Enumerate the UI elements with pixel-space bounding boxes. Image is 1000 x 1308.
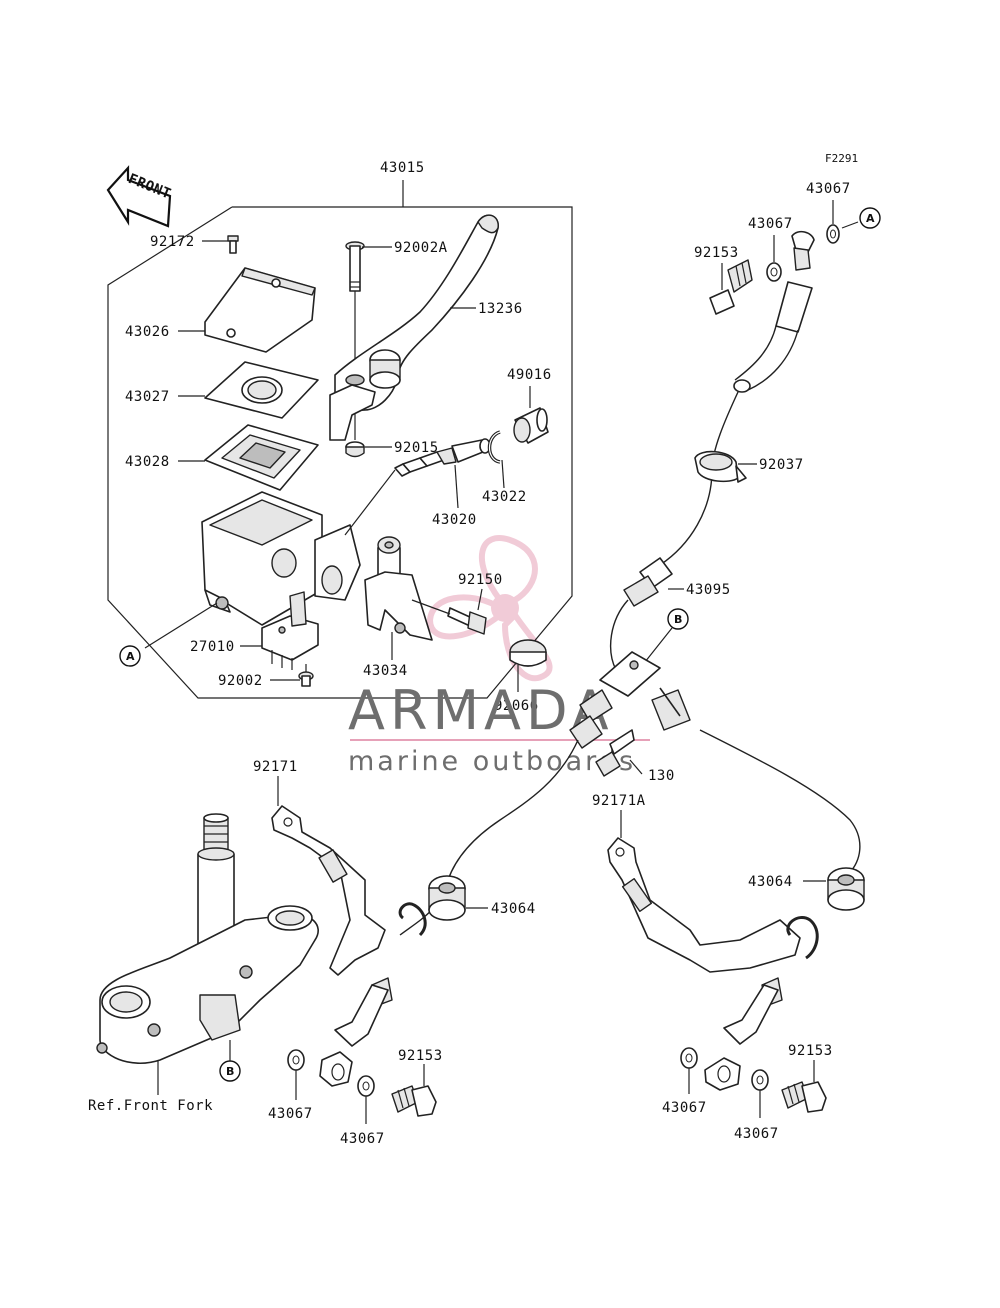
bolt-92150-part xyxy=(447,607,487,635)
callout-plate: 43027 xyxy=(125,389,170,405)
callout-clamp: 92037 xyxy=(759,457,804,473)
washer-right-b-part xyxy=(751,1069,769,1091)
washer-left-a-part xyxy=(287,1049,305,1071)
callout-banjo-bolt-left: 92153 xyxy=(398,1048,443,1064)
screw-92172-part xyxy=(227,235,239,254)
hose-joint-43095-part xyxy=(609,557,673,671)
master-cylinder-body-part xyxy=(201,491,361,626)
screw-92002-part xyxy=(298,671,314,687)
ref-marker-a-left: A xyxy=(119,645,141,667)
washer-left-b-part xyxy=(357,1075,375,1097)
bracket-right-part xyxy=(607,837,801,973)
reference-note: Ref.Front Fork xyxy=(88,1098,213,1114)
callout-bracket-right: 92171A xyxy=(592,793,646,809)
callout-washer-top-inner: 43067 xyxy=(748,216,793,232)
callout-washer-right-b: 43067 xyxy=(734,1126,779,1142)
watermark-brand: ARMADA xyxy=(348,679,614,742)
callout-washer-left-b: 43067 xyxy=(340,1131,385,1147)
front-arrow-icon: FRONT xyxy=(106,165,173,228)
pivot-bolt-part xyxy=(345,241,365,292)
holder-part xyxy=(364,536,433,641)
diaphragm-part xyxy=(204,424,319,491)
callout-banjo-bolt-right: 92153 xyxy=(788,1043,833,1059)
washer-top-inner-part xyxy=(766,262,782,282)
callout-bolt-92150: 92150 xyxy=(458,572,503,588)
callout-pivot-bolt: 92002A xyxy=(394,240,448,256)
callout-cap: 43026 xyxy=(125,324,170,340)
hose-upper-part xyxy=(659,230,815,566)
callout-grommet-left: 43064 xyxy=(491,901,536,917)
grommet-left-part xyxy=(428,875,466,921)
callout-screw-92002: 92002 xyxy=(218,673,263,689)
plate-part xyxy=(204,361,319,419)
ref-a-right-label: A xyxy=(866,212,875,225)
callout-piston-kit: 43020 xyxy=(432,512,477,528)
hose-3way-joint-part xyxy=(579,651,691,731)
ref-marker-a-right: A xyxy=(859,207,881,229)
washer-right-a-part xyxy=(680,1047,698,1069)
callout-grommet-right: 43064 xyxy=(748,874,793,890)
callout-washer-right-a: 43067 xyxy=(662,1100,707,1116)
bracket-left-part xyxy=(271,805,386,976)
callout-switch: 27010 xyxy=(190,639,235,655)
callout-holder: 43034 xyxy=(363,663,408,679)
figure-code: F2291 xyxy=(825,152,858,165)
brake-lever-part xyxy=(329,214,499,441)
banjo-bolt-right-part xyxy=(781,1081,827,1113)
ref-a-left-label: A xyxy=(126,650,135,663)
grommet-right-part xyxy=(827,867,865,911)
boot-part xyxy=(513,407,549,444)
ref-marker-b-left: B xyxy=(219,1060,241,1082)
callout-washer-left-a: 43067 xyxy=(268,1106,313,1122)
callout-diaphragm: 43028 xyxy=(125,454,170,470)
callout-nut: 92015 xyxy=(394,440,439,456)
bolt-130-part xyxy=(595,729,635,777)
ref-marker-b-right: B xyxy=(667,608,689,630)
clamp-part xyxy=(694,450,747,483)
hose-fitting-left-part xyxy=(319,902,427,1087)
callout-boot: 49016 xyxy=(507,367,552,383)
callout-bolt-130: 130 xyxy=(648,768,675,784)
callout-hose-upper: 43095 xyxy=(686,582,731,598)
cap-92066-part xyxy=(509,639,547,667)
callout-assembly: 43015 xyxy=(380,160,425,176)
ref-b-right-label: B xyxy=(674,613,682,626)
callout-washer-top-outer: 43067 xyxy=(806,181,851,197)
callout-bracket-left: 92171 xyxy=(253,759,298,775)
brake-switch-part xyxy=(261,591,319,670)
callout-lever: 13236 xyxy=(478,301,523,317)
hose-fitting-right-part xyxy=(704,916,819,1091)
ref-b-left-label: B xyxy=(226,1065,234,1078)
callout-circlip: 43022 xyxy=(482,489,527,505)
callout-cap-92066: 92066 xyxy=(494,698,539,714)
nut-92015-part xyxy=(345,441,365,458)
hose-lower-right-part xyxy=(699,729,861,873)
reservoir-cap-part xyxy=(204,267,316,353)
washer-top-outer-part xyxy=(826,224,840,244)
banjo-bolt-top-part xyxy=(709,259,753,315)
master-cylinder-assembly-outline xyxy=(107,180,573,699)
watermark-tagline: marine outboards xyxy=(348,746,636,777)
callout-screw-top: 92172 xyxy=(150,234,195,250)
lower-triple-clamp-part xyxy=(96,905,319,1065)
circlip-part xyxy=(487,430,501,464)
banjo-bolt-left-part xyxy=(391,1085,437,1117)
callout-banjo-bolt-top: 92153 xyxy=(694,245,739,261)
